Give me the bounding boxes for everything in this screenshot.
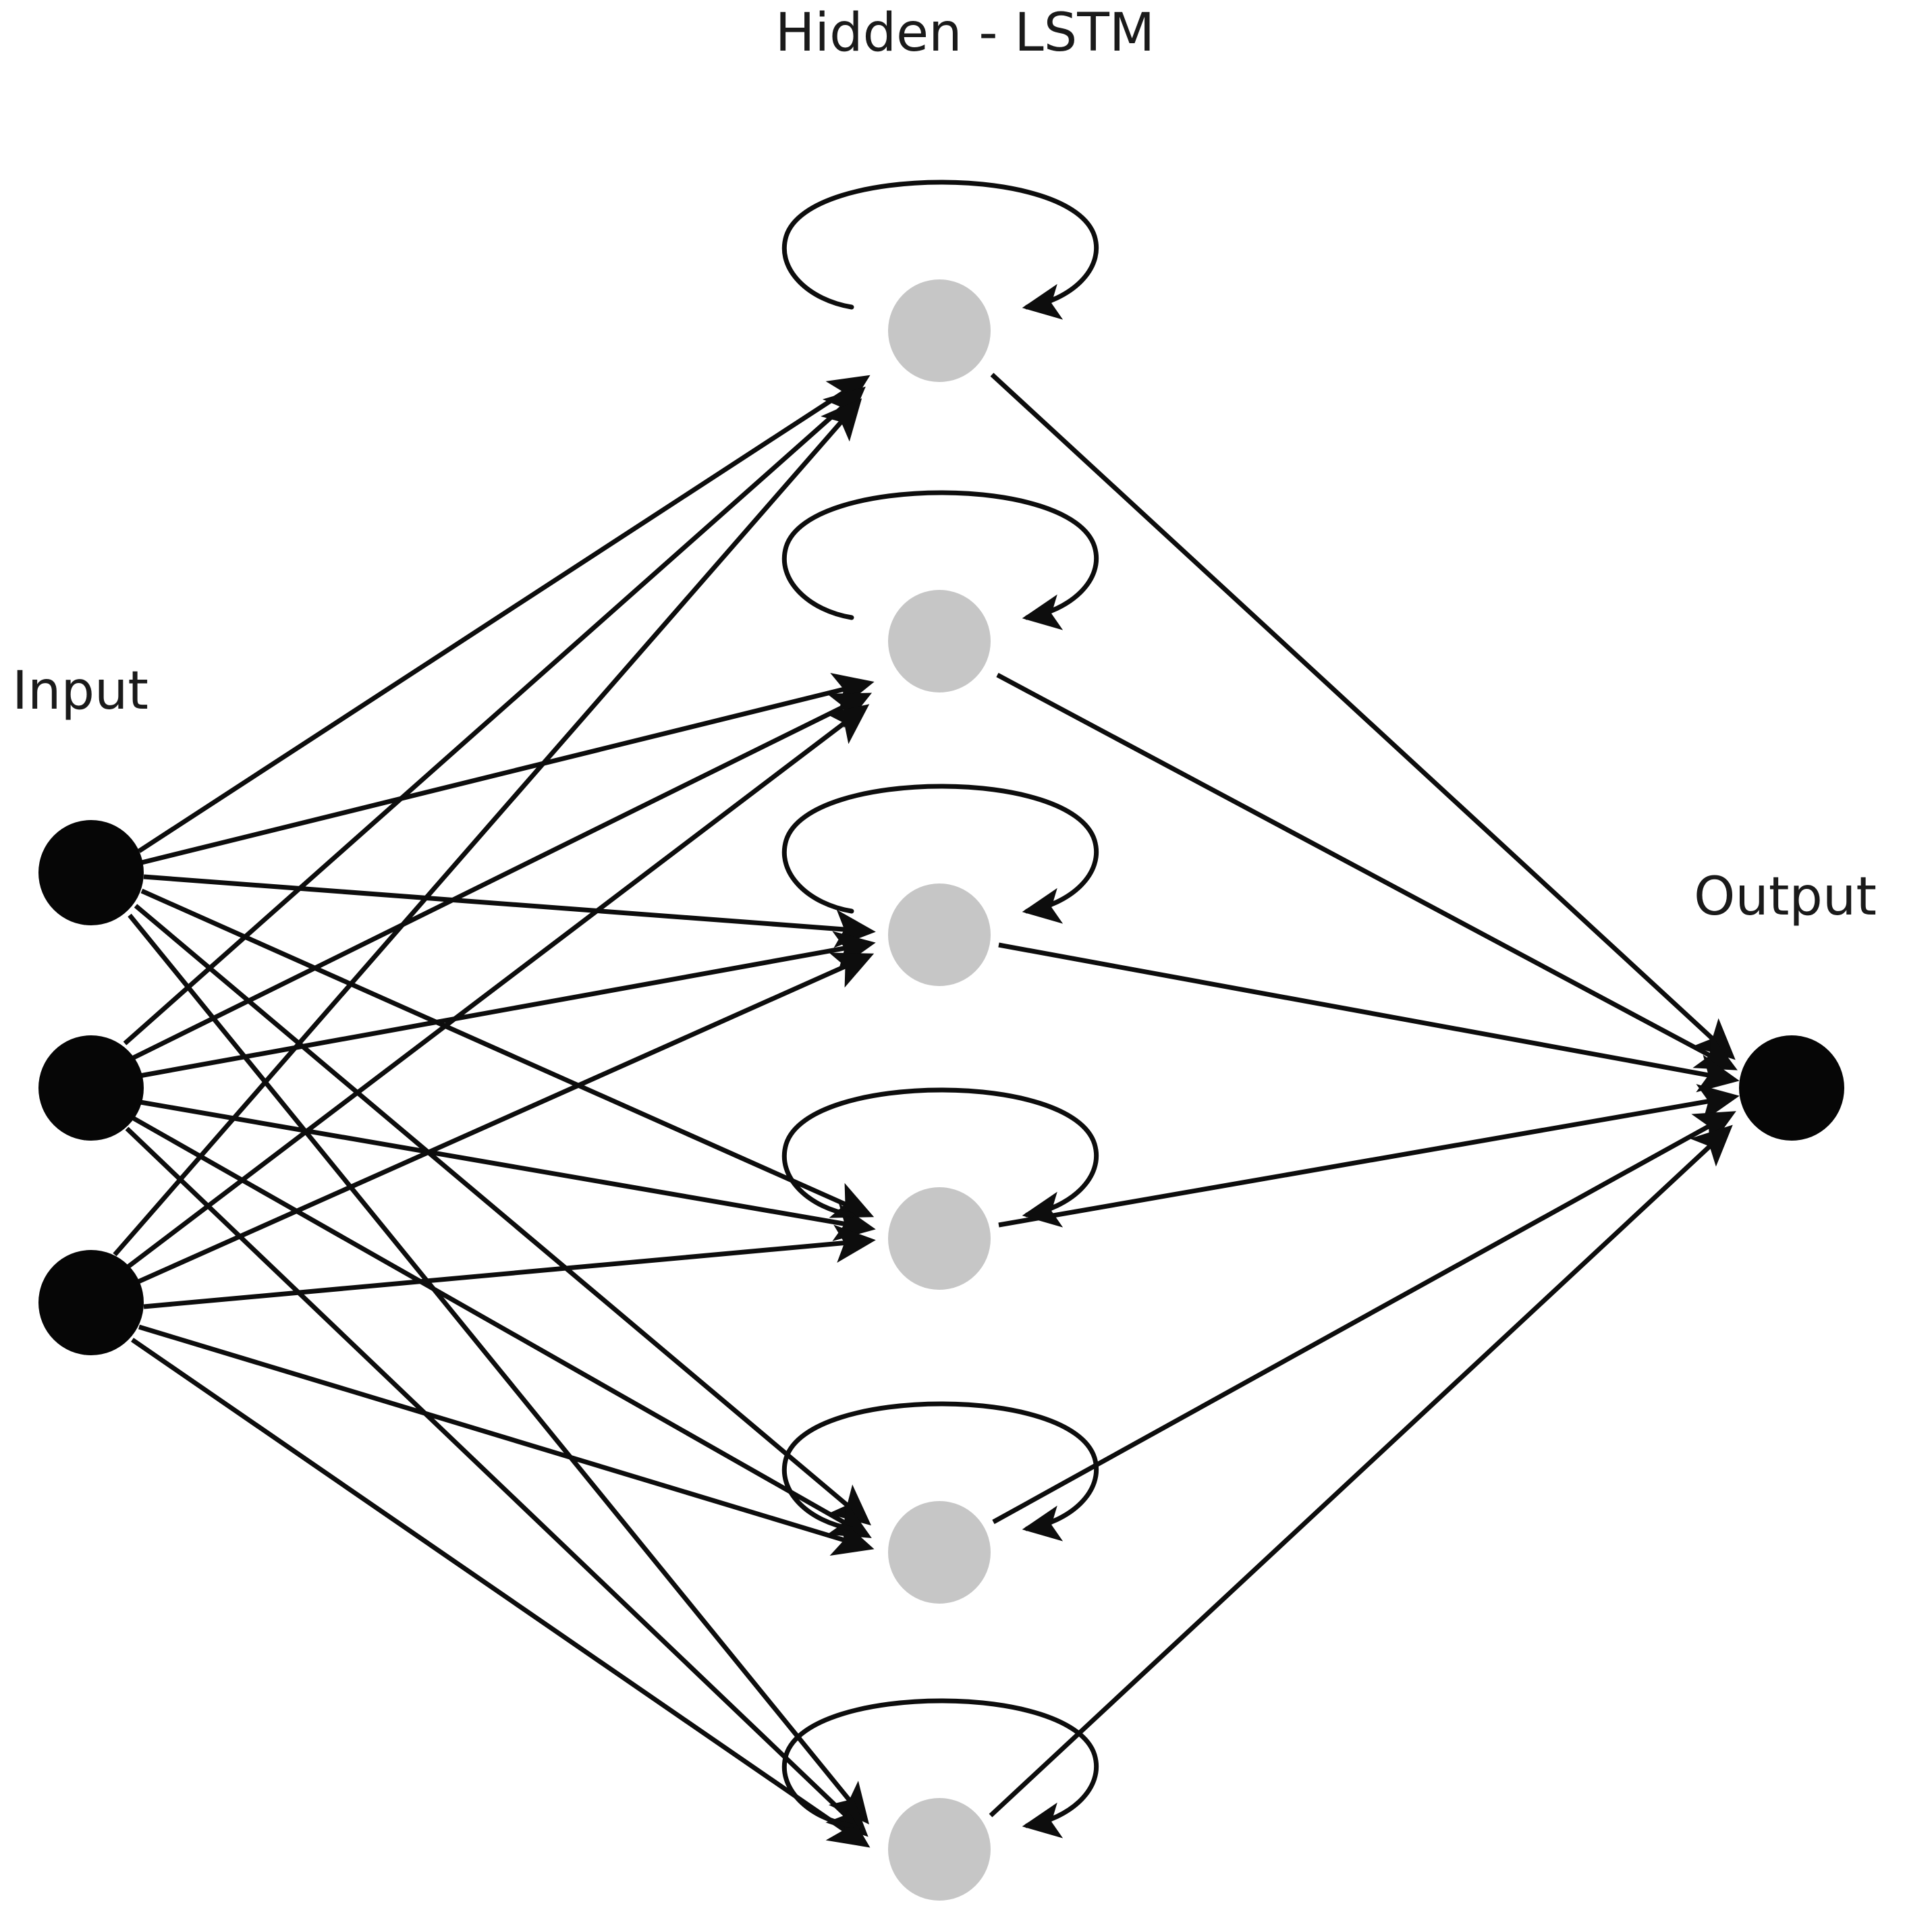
input-layer-nodes [38, 820, 144, 1355]
hidden-layer-nodes [888, 279, 991, 1901]
self-loop-h1 [781, 180, 1099, 320]
hidden-layer-title: Hidden - LSTM [775, 3, 1155, 63]
edge-i3-h3 [131, 952, 875, 1287]
edge-i3-h1 [113, 398, 862, 1257]
self-loop-h2 [781, 490, 1099, 630]
input-node-2[interactable] [38, 1035, 144, 1141]
edge-h4-o1 [998, 1084, 1740, 1228]
input-node-1[interactable] [38, 820, 144, 925]
edge-i2-h5 [132, 1116, 872, 1538]
edge-i2-h2 [131, 692, 873, 1061]
input-node-3[interactable] [38, 1250, 144, 1355]
hidden-self-loops [781, 180, 1099, 1839]
edge-h6-o1 [989, 1124, 1733, 1818]
hidden-node-2[interactable] [888, 590, 991, 692]
edge-i1-h1 [138, 375, 871, 853]
hidden-node-3[interactable] [888, 883, 991, 986]
edge-i1-h2 [141, 673, 875, 865]
output-layer-nodes [1739, 1035, 1844, 1141]
edge-i1-h4 [140, 888, 875, 1218]
self-loop-h4 [781, 1087, 1099, 1228]
output-node-1[interactable] [1739, 1035, 1844, 1141]
edge-h5-o1 [992, 1111, 1736, 1525]
output-layer-label: Output [1694, 867, 1877, 927]
edge-i1-h3 [143, 874, 876, 948]
hidden-node-4[interactable] [888, 1187, 991, 1290]
edge-i2-h6 [125, 1126, 868, 1837]
edge-i2-h1 [123, 386, 866, 1045]
edge-i2-h3 [139, 931, 876, 1079]
hidden-node-5[interactable] [888, 1501, 991, 1604]
edge-h3-o1 [998, 942, 1740, 1093]
hidden-node-6[interactable] [888, 1798, 991, 1901]
edge-i1-h6 [128, 913, 869, 1825]
edge-i3-h4 [143, 1224, 876, 1309]
hidden-node-1[interactable] [888, 279, 991, 382]
self-loop-h3 [781, 784, 1099, 924]
self-loop-h5 [781, 1401, 1099, 1542]
edge-i2-h4 [140, 1099, 876, 1241]
hidden-to-output-edges [989, 373, 1740, 1818]
edge-h2-o1 [996, 672, 1738, 1070]
self-loop-h6 [781, 1698, 1099, 1839]
edge-i3-h5 [138, 1324, 875, 1556]
input-layer-label: Input [12, 661, 148, 721]
edge-i3-h6 [131, 1338, 871, 1848]
input-to-hidden-edges [113, 375, 876, 1848]
edge-h1-o1 [990, 373, 1736, 1060]
edge-i1-h5 [134, 904, 872, 1526]
edge-i3-h2 [121, 704, 870, 1272]
